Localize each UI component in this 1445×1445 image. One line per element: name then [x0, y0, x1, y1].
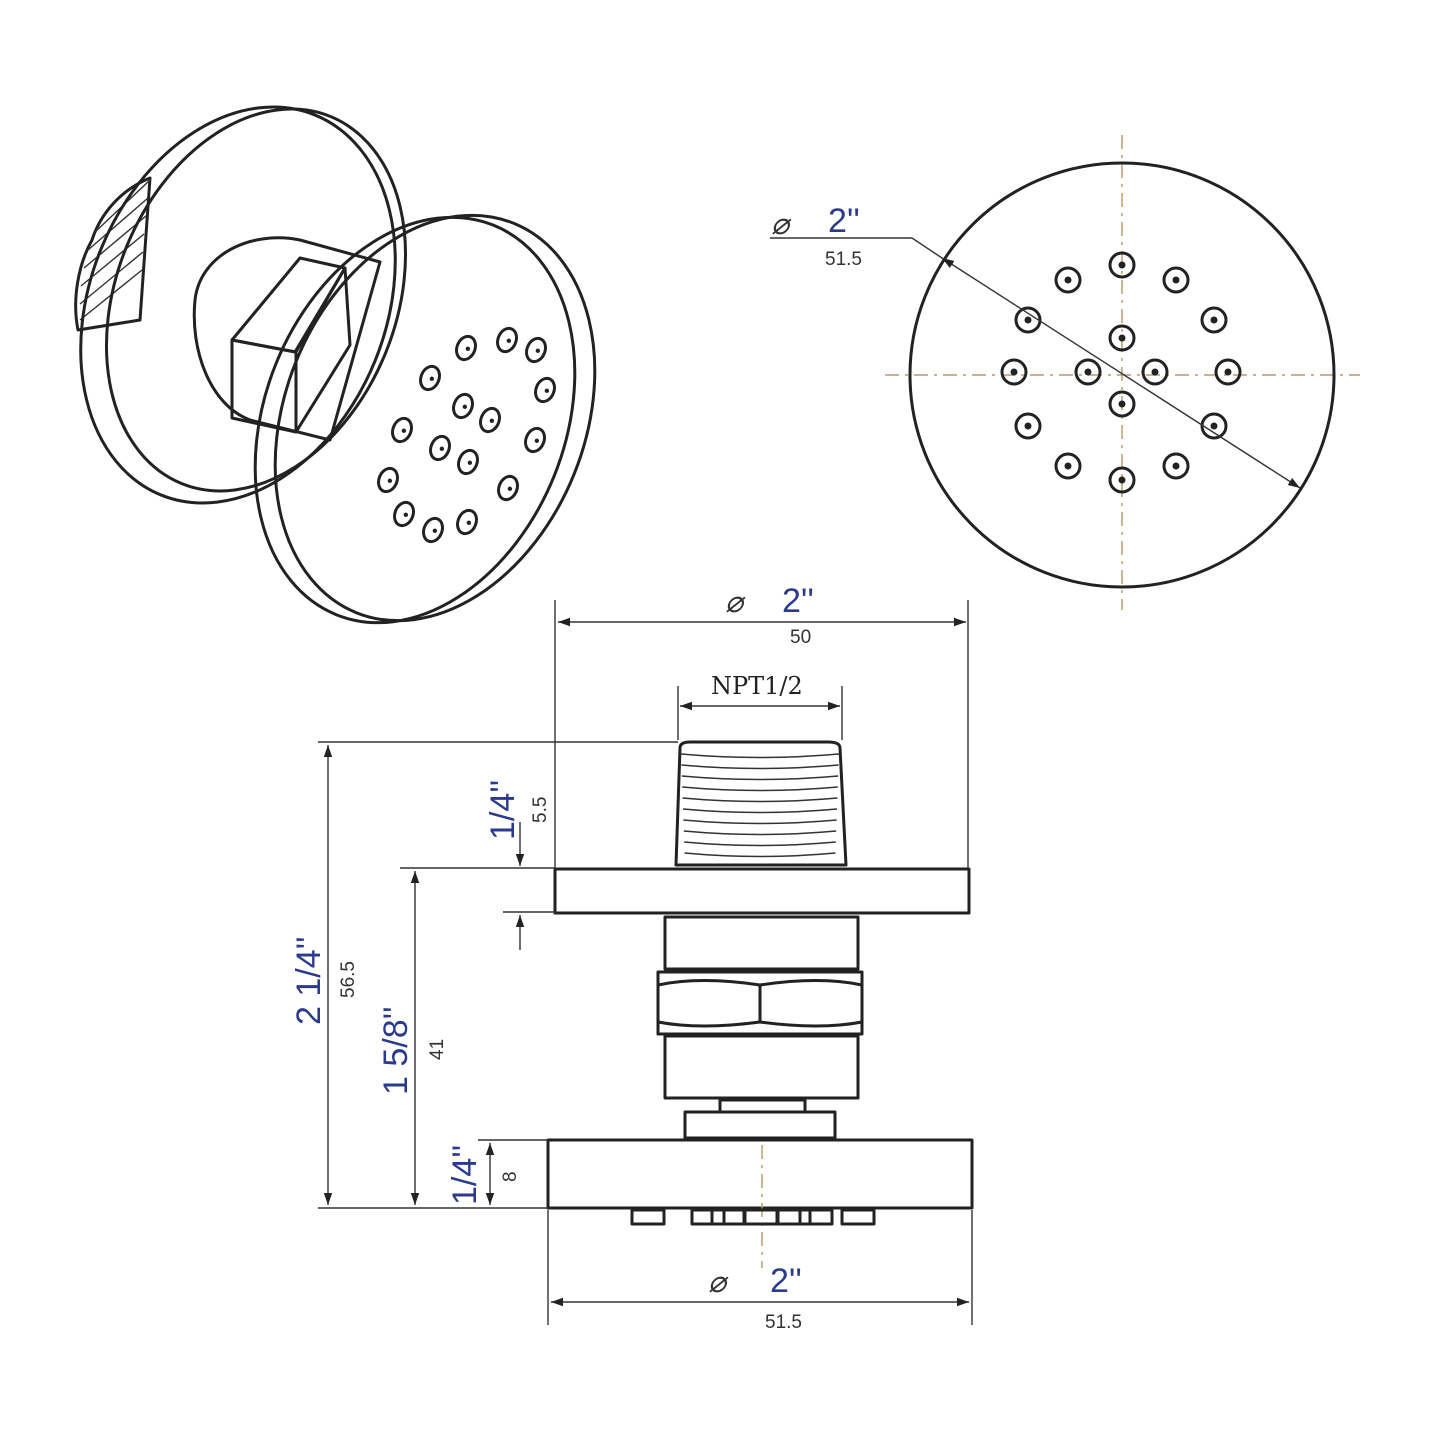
iso-back-flange — [79, 105, 408, 505]
side-neck — [718, 1098, 807, 1114]
nozzle — [457, 448, 479, 476]
nozzle — [429, 434, 451, 462]
face-diameter-symbol: ⌀ — [708, 1265, 729, 1300]
front-diameter-mm: 51.5 — [825, 249, 862, 270]
nozzle — [1014, 412, 1042, 440]
side-view: ⌀ 2'' 50 NPT1/2 2 1/4'' 56.5 1 5/8'' 41 … — [290, 582, 974, 1333]
nozzle — [456, 508, 478, 536]
overall-height-mm: 56.5 — [338, 961, 359, 998]
thread-length-inch: 1/4'' — [484, 780, 522, 840]
flange-diameter-symbol: ⌀ — [725, 585, 746, 620]
side-back-flange — [553, 867, 971, 915]
front-diameter-symbol: ⌀ — [771, 207, 792, 242]
flange-diameter-inch: 2'' — [782, 582, 814, 620]
front-view: ⌀ 2'' 51.5 — [770, 135, 1360, 610]
nozzle-stub — [630, 1208, 666, 1226]
nozzle — [1014, 306, 1042, 334]
nozzle — [452, 392, 474, 420]
thread-label: NPT1/2 — [711, 672, 803, 700]
nozzle — [377, 466, 399, 494]
face-diameter-mm: 51.5 — [765, 1312, 802, 1333]
nozzle — [422, 516, 444, 544]
nozzle-stub — [743, 1208, 779, 1226]
nozzle-stub — [710, 1208, 746, 1226]
nozzle-stub — [840, 1208, 876, 1226]
iso-nozzles — [377, 326, 556, 544]
side-face-plate — [546, 1138, 974, 1210]
side-collar — [683, 1110, 837, 1140]
body-height-inch: 1 5/8'' — [377, 1006, 415, 1095]
overall-height-inch: 2 1/4'' — [290, 936, 328, 1025]
front-diameter-dimension-line — [941, 257, 1301, 489]
face-diameter-inch: 2'' — [770, 1262, 802, 1300]
front-diameter-leader-bend — [911, 237, 943, 259]
face-thickness-inch: 1/4'' — [446, 1145, 484, 1205]
isometric-view — [74, 105, 597, 625]
nozzle — [1000, 358, 1028, 386]
nozzle-stub — [776, 1208, 812, 1226]
nozzle — [1214, 358, 1242, 386]
nozzle — [1074, 358, 1102, 386]
front-face-circle — [908, 161, 1336, 589]
nozzle — [534, 376, 556, 404]
iso-stem — [192, 236, 382, 442]
nozzle — [496, 326, 518, 354]
side-thread — [674, 740, 848, 867]
flange-diameter-mm: 50 — [790, 627, 811, 648]
iso-thread — [74, 176, 152, 332]
nozzle — [497, 474, 519, 502]
nozzle — [525, 336, 547, 364]
side-hex-nut — [656, 970, 864, 1036]
nozzle — [1054, 266, 1082, 294]
body-height-mm: 41 — [427, 1039, 448, 1060]
iso-face — [253, 213, 597, 625]
front-diameter-inch: 2'' — [828, 202, 860, 240]
nozzle — [455, 334, 477, 362]
nozzle — [393, 500, 415, 528]
nozzle — [1108, 390, 1136, 418]
side-nozzles — [630, 1208, 876, 1226]
nozzle — [1162, 452, 1190, 480]
side-upper-body — [663, 915, 860, 971]
nozzle — [1200, 306, 1228, 334]
nozzle-stub — [798, 1208, 834, 1226]
nozzle — [419, 364, 441, 392]
nozzle-stub — [690, 1208, 726, 1226]
nozzle — [1162, 266, 1190, 294]
nozzle — [1054, 452, 1082, 480]
side-lower-body — [663, 1034, 860, 1100]
nozzle — [1141, 358, 1169, 386]
nozzle — [524, 426, 546, 454]
nozzle — [391, 416, 413, 444]
face-thickness-mm: 8 — [500, 1171, 521, 1182]
nozzle — [1200, 412, 1228, 440]
nozzle — [479, 406, 501, 434]
thread-length-mm: 5.5 — [530, 797, 551, 823]
